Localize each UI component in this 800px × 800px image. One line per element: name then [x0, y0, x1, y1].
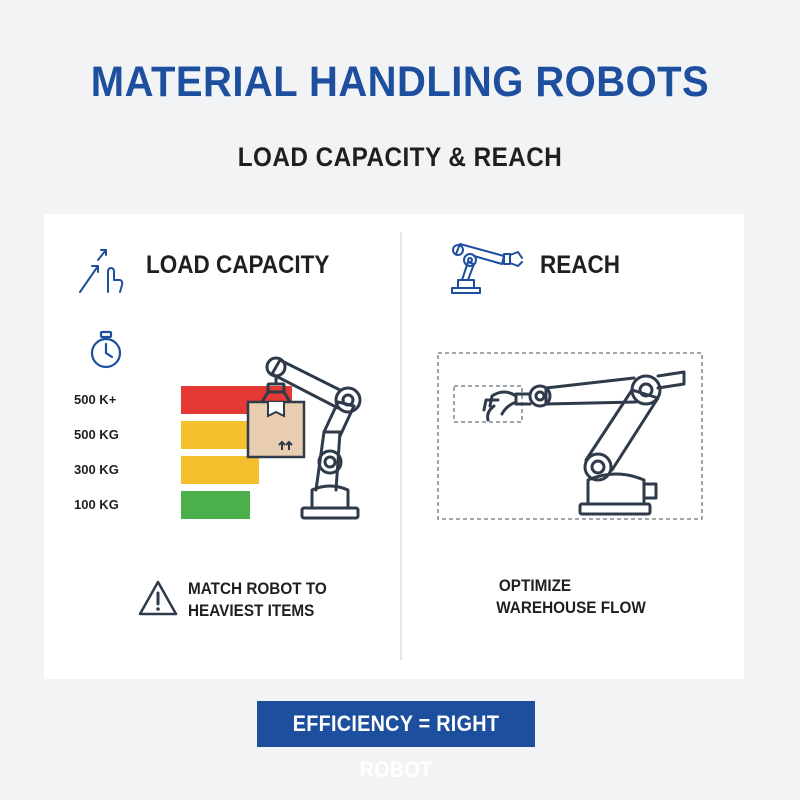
warning-icon [138, 580, 178, 616]
load-capacity-heading: LOAD CAPACITY [146, 251, 330, 279]
page-title: MATERIAL HANDLING ROBOTS [90, 58, 710, 106]
robot-arm-reach-illustration [437, 352, 703, 520]
capacity-bar [181, 456, 259, 484]
reach-note-line-2: WAREHOUSE FLOW [496, 598, 646, 617]
capacity-bar [181, 491, 250, 519]
stopwatch-icon [90, 330, 122, 369]
load-note-line-1: MATCH ROBOT TO [188, 579, 327, 598]
capacity-bar-label: 100 KG [74, 497, 119, 512]
load-note: MATCH ROBOT TO HEAVIEST ITEMS [188, 578, 327, 622]
reach-note-line-1: OPTIMIZE [498, 576, 572, 595]
page-subtitle: LOAD CAPACITY & REACH [237, 142, 563, 172]
footer-label: EFFICIENCY = RIGHT ROBOT [292, 711, 500, 782]
robot-arm-icon [451, 243, 523, 294]
capacity-bar-label: 500 KG [74, 427, 119, 442]
footer-banner: EFFICIENCY = RIGHT ROBOT [257, 701, 535, 782]
hand-lift-icon [79, 249, 124, 293]
load-note-line-2: HEAVIEST ITEMS [188, 601, 315, 620]
capacity-bar-label: 500 K+ [74, 392, 117, 407]
reach-heading: REACH [540, 251, 621, 279]
capacity-bar-label: 300 KG [74, 462, 119, 477]
panel-divider [400, 232, 402, 660]
robot-arm-lifting-box-illustration [246, 356, 362, 520]
